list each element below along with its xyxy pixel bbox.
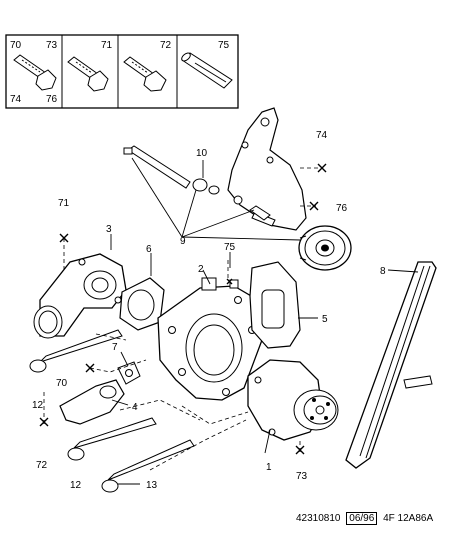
reference-lines (43, 167, 318, 471)
inset-label-76: 76 (46, 94, 58, 105)
callout-9: 9 (180, 236, 186, 247)
outlet-pipe (59, 361, 141, 425)
callout-1: 1 (266, 462, 272, 473)
callout-5: 5 (322, 314, 328, 325)
inset-dowel: 75 (181, 40, 233, 89)
callout-13: 13 (146, 480, 158, 491)
gasket-6 (119, 277, 165, 331)
inset-label-74: 74 (10, 94, 22, 105)
callout-71: 71 (58, 198, 70, 209)
inset-label-70: 70 (10, 40, 22, 51)
inset-label-72: 72 (160, 40, 172, 51)
callout-8: 8 (380, 266, 386, 277)
reference-footer: 42310810 06/96 4F 12A86A (296, 512, 434, 525)
tensioner-bracket (227, 107, 307, 231)
callout-10: 10 (196, 148, 208, 159)
callout-12a: 12 (32, 400, 44, 411)
footer-code: 4F 12A86A (383, 513, 434, 524)
inset-label-73: 73 (46, 40, 58, 51)
inset-bolt-3: 72 (123, 40, 172, 92)
callout-7: 7 (112, 342, 118, 353)
cross-markers (39, 163, 327, 455)
footer-date: 06/96 (346, 512, 378, 525)
callout-6: 6 (146, 244, 152, 255)
callout-3: 3 (106, 224, 112, 235)
pump-housing (157, 277, 263, 401)
inset-bolt-1: 70 73 74 76 (10, 40, 58, 105)
drive-belt (345, 261, 437, 469)
leader-lines (110, 157, 419, 485)
inset-bolt-2: 71 (67, 40, 113, 92)
thermostat-housing (33, 253, 127, 339)
tensioner-pulley (298, 225, 352, 271)
callout-73: 73 (296, 471, 308, 482)
inset-label-71: 71 (101, 40, 113, 51)
callout-74: 74 (316, 130, 328, 141)
callout-72: 72 (36, 460, 48, 471)
callout-labels: 1 2 3 4 5 6 7 8 9 10 12 12 13 70 71 72 7… (32, 130, 386, 491)
callout-2: 2 (198, 264, 204, 275)
callout-76: 76 (336, 203, 348, 214)
gasket-5 (249, 261, 301, 349)
inset-label-75: 75 (218, 40, 230, 51)
callout-4: 4 (132, 402, 138, 413)
inset-box: 70 73 74 76 71 72 75 (5, 34, 239, 109)
long-bolts (29, 329, 195, 493)
footer-ref: 42310810 (296, 513, 341, 524)
water-pump (247, 359, 339, 441)
callout-70: 70 (56, 378, 68, 389)
stud-bolt (123, 145, 271, 221)
callout-12b: 12 (70, 480, 82, 491)
callout-75: 75 (224, 242, 236, 253)
